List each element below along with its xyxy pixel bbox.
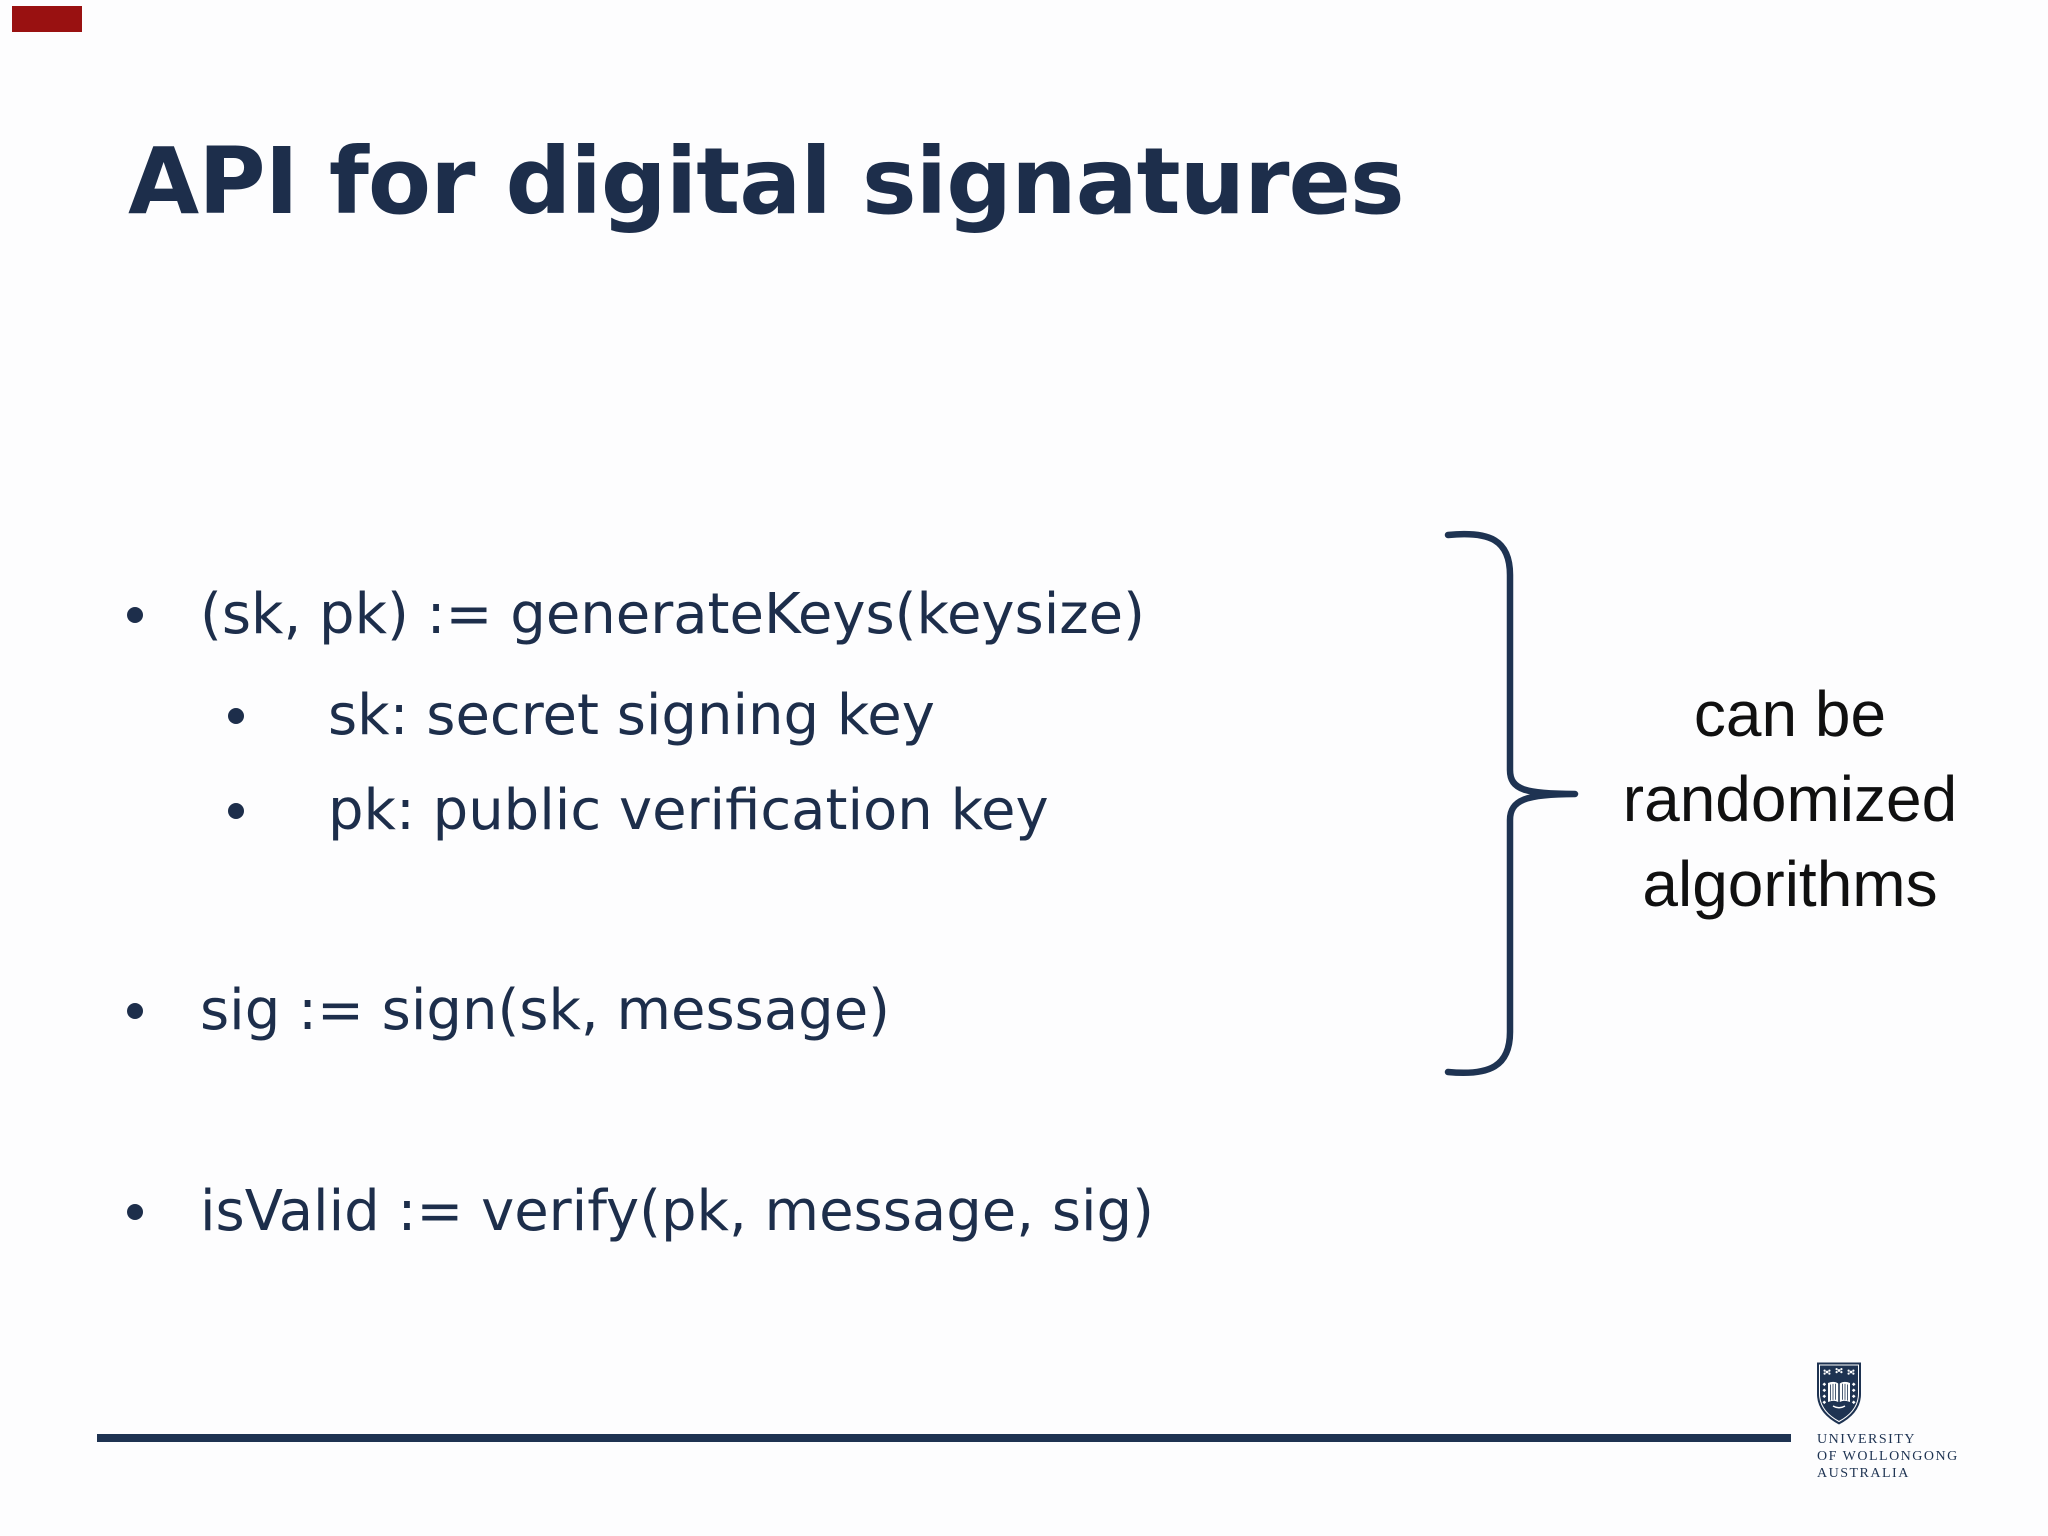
annotation-line: randomized xyxy=(1622,763,1958,835)
logo-text-line: UNIVERSITY xyxy=(1817,1432,1916,1447)
bullet-text: isValid := verify(pk, message, sig) xyxy=(200,1179,1154,1244)
bullet-dot xyxy=(228,803,244,819)
bullet-dot xyxy=(127,1204,143,1220)
logo-text-line: OF WOLLONGONG xyxy=(1817,1449,1959,1464)
uow-crest-icon xyxy=(1817,1362,1861,1425)
bullet-dot xyxy=(127,607,143,623)
bullet-item-verify: isValid := verify(pk, message, sig) xyxy=(127,1172,1154,1252)
bullet-item-pk: pk: public verification key xyxy=(228,771,1049,851)
bullet-text: pk: public verification key xyxy=(328,778,1049,843)
annotation-line: algorithms xyxy=(1642,848,1938,920)
bullet-text: (sk, pk) := generateKeys(keysize) xyxy=(200,582,1145,647)
bullet-dot xyxy=(127,1003,143,1019)
bullet-text: sk: secret signing key xyxy=(328,683,935,748)
bullet-dot xyxy=(228,708,244,724)
bullet-item-generatekeys: (sk, pk) := generateKeys(keysize) xyxy=(127,575,1145,655)
bullet-text: sig := sign(sk, message) xyxy=(200,978,891,1043)
curly-brace-icon xyxy=(1444,530,1579,1077)
bullet-item-sk: sk: secret signing key xyxy=(228,676,935,756)
recording-indicator xyxy=(12,6,82,32)
uow-logo-text: UNIVERSITY OF WOLLONGONG AUSTRALIA xyxy=(1817,1431,1959,1482)
annotation-text: can be randomized algorithms xyxy=(1510,672,2048,927)
footer-divider xyxy=(97,1434,1791,1442)
logo-text-line: AUSTRALIA xyxy=(1817,1466,1910,1481)
annotation-line: can be xyxy=(1693,678,1887,750)
slide-title: API for digital signatures xyxy=(128,128,1405,235)
bullet-item-sign: sig := sign(sk, message) xyxy=(127,971,890,1051)
